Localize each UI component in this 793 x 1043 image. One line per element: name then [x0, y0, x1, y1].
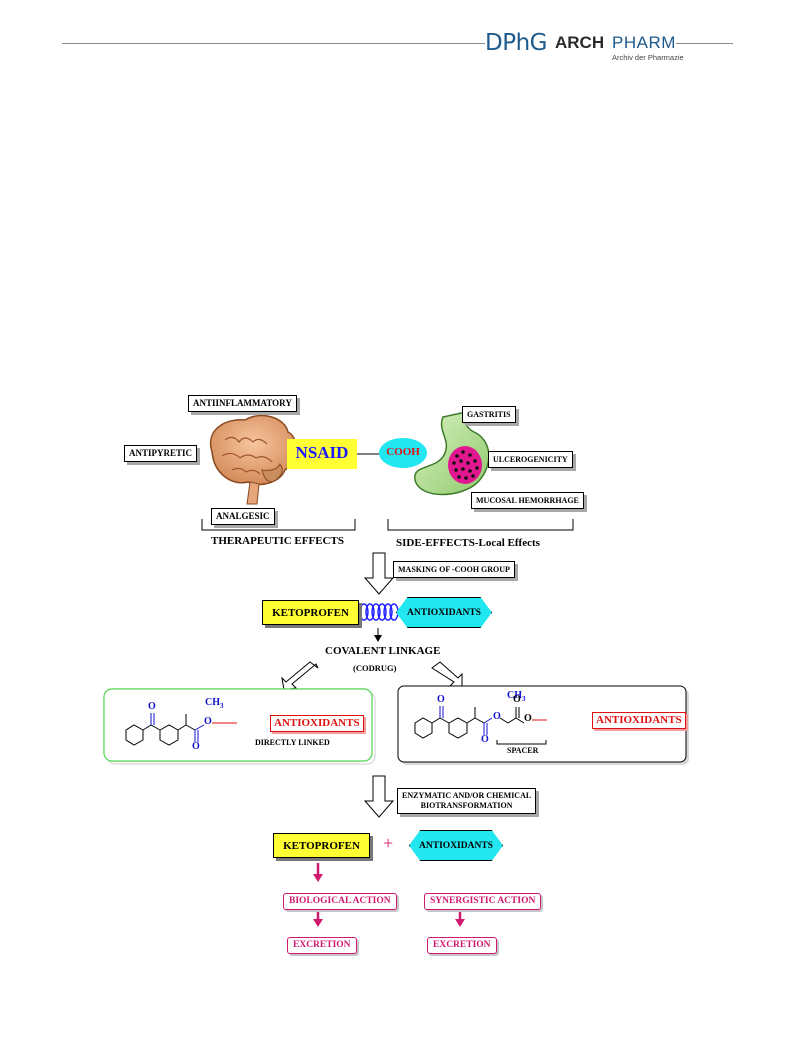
left-o-ester: O	[204, 716, 212, 727]
stomach-icon	[414, 410, 490, 496]
biological-action-label: BIOLOGICAL ACTION	[283, 893, 397, 910]
left-ketoprofen-structure	[125, 713, 237, 746]
codrug-label: (CODRUG)	[353, 663, 397, 673]
biotransformation-label: ENZYMATIC AND/OR CHEMICAL BIOTRANSFORMAT…	[397, 788, 537, 814]
logo-arch: ARCH	[555, 33, 605, 52]
left-o-carbonyl: O	[148, 701, 156, 712]
header-rule-left	[62, 43, 485, 44]
synergistic-action-label: SYNERGISTIC ACTION	[424, 893, 542, 910]
spacer-caption: SPACER	[507, 746, 539, 755]
left-ch3: CH3	[205, 697, 224, 710]
side-effects-title: SIDE-EFFECTS-Local Effects	[396, 537, 540, 549]
antioxidants-bottom: ANTIOXIDANTS	[409, 830, 503, 861]
nsaid-label: NSAID	[295, 443, 349, 462]
right-o-double1: O	[481, 734, 489, 745]
right-antioxidants: ANTIOXIDANTS	[592, 712, 686, 729]
ulcerogenicity-label: ULCEROGENICITY	[488, 451, 573, 468]
analgesic-label: ANALGESIC	[211, 508, 275, 525]
right-o-ester2: O	[524, 713, 532, 724]
linker-coil	[359, 603, 399, 621]
right-ch3: CH3	[507, 690, 526, 703]
left-o-double: O	[192, 741, 200, 752]
right-o-carbonyl: O	[437, 694, 445, 705]
antiinflammatory-label: ANTIINFLAMMATORY	[188, 395, 297, 412]
antioxidants-top: ANTIOXIDANTS	[396, 597, 492, 628]
biotransformation-line2: BIOTRANSFORMATION	[420, 801, 513, 810]
masking-label: MASKING OF -COOH GROUP	[393, 561, 515, 578]
pink-arrows	[313, 863, 465, 927]
ketoprofen-box-top: KETOPROFEN	[262, 600, 359, 625]
excretion-left-label: EXCRETION	[287, 937, 357, 954]
excretion-right-label: EXCRETION	[427, 937, 497, 954]
right-ketoprofen-structure	[414, 706, 547, 739]
plus-sign: +	[383, 833, 394, 853]
directly-linked-caption: DIRECTLY LINKED	[255, 738, 330, 747]
ketoprofen-box-bottom: KETOPROFEN	[273, 833, 370, 858]
therapeutic-effects-title: THERAPEUTIC EFFECTS	[211, 535, 344, 547]
logo-subtitle: Archiv der Pharmazie	[612, 53, 684, 62]
antipyretic-label: ANTIPYRETIC	[124, 445, 198, 462]
cooh-ellipse	[379, 438, 427, 468]
logo-pharm: PHARM	[612, 33, 676, 52]
cooh-label: COOH	[386, 446, 420, 458]
right-o-top: O	[513, 694, 521, 705]
mucosal-hemorrhage-label: MUCOSAL HEMORRHAGE	[471, 492, 584, 509]
header-rule-right	[676, 43, 733, 44]
brain-icon	[209, 414, 297, 505]
logo-dphg: DPhG	[485, 30, 547, 56]
gastritis-label: GASTRITIS	[462, 406, 516, 423]
left-antioxidants: ANTIOXIDANTS	[270, 715, 364, 732]
biotransformation-line1: ENZYMATIC AND/OR CHEMICAL	[402, 791, 532, 800]
right-o-ester1: O	[493, 711, 501, 722]
covalent-linkage-label: COVALENT LINKAGE	[325, 645, 441, 657]
